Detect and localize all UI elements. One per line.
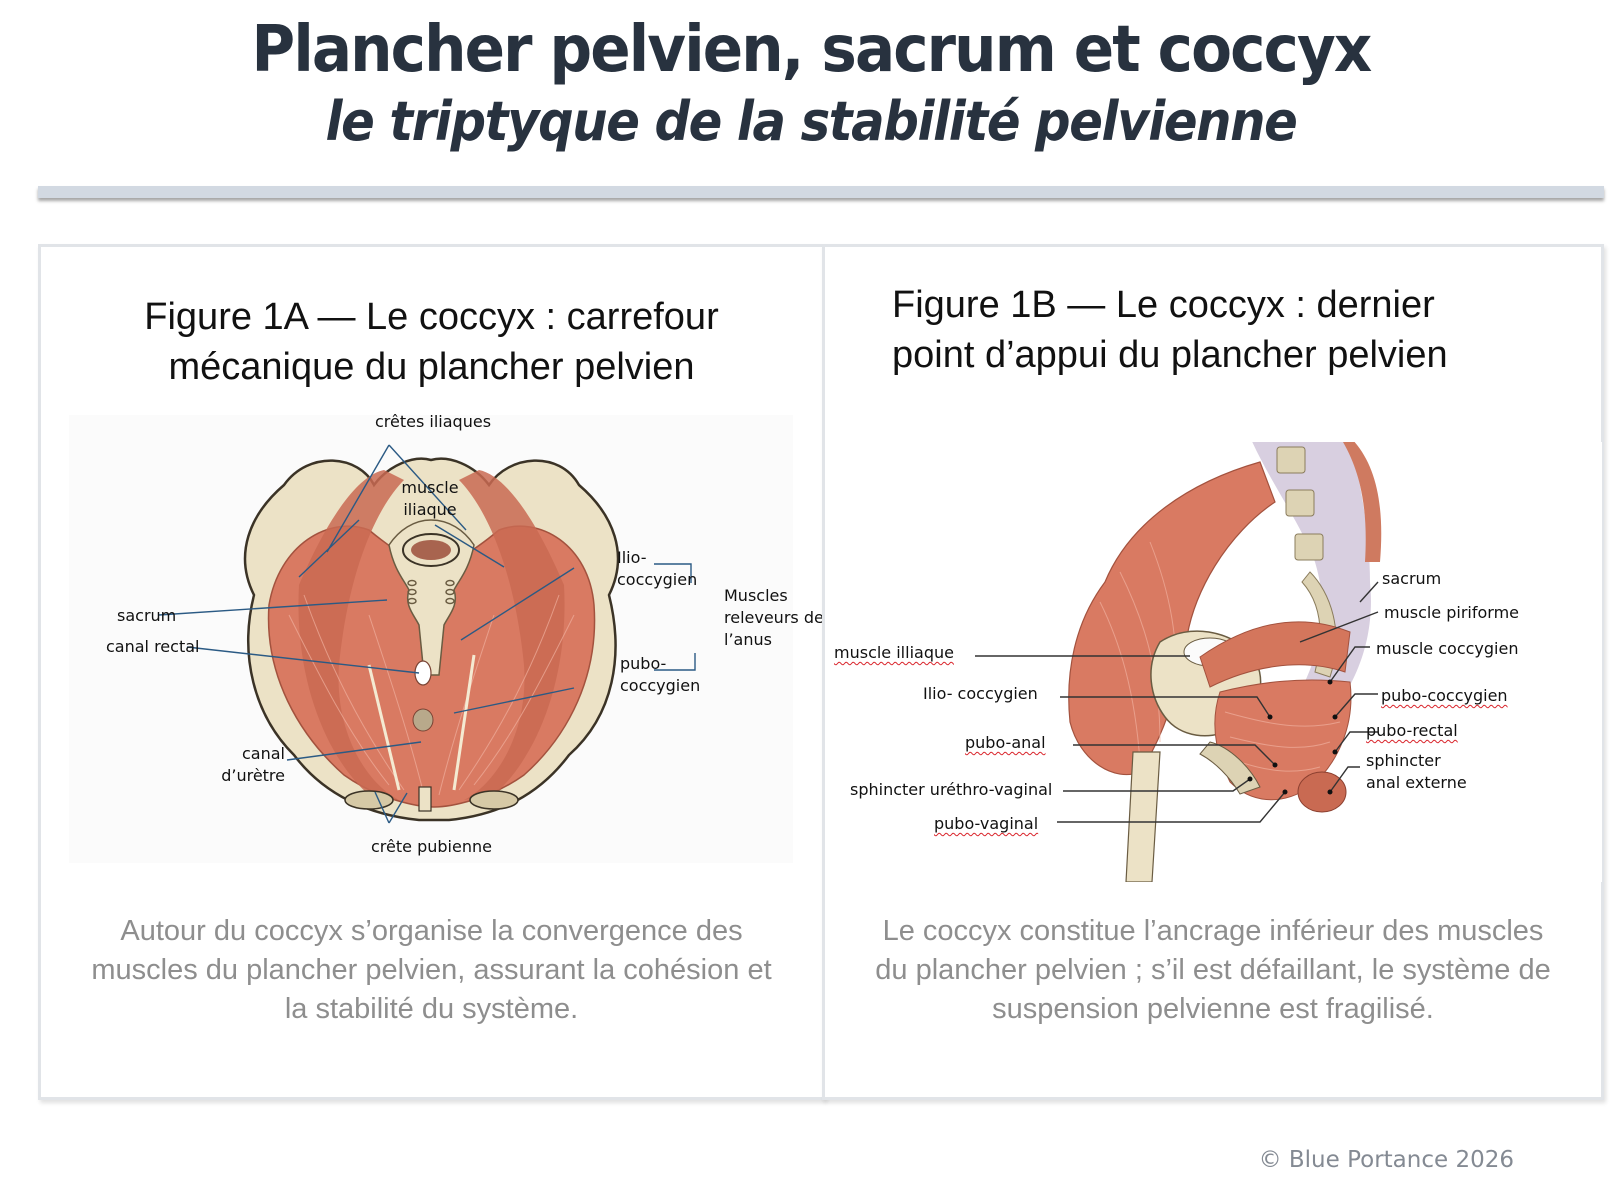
label-pubo-vaginal: pubo-vaginal xyxy=(934,814,1039,833)
label-crete-pubienne: crête pubienne xyxy=(371,837,492,856)
label-muscle-iliaque: muscle iliaque xyxy=(401,478,459,519)
label-muscles-releveurs-anus: Muscles releveurs de l’anus xyxy=(724,586,824,649)
label-canal-uretre: canal d’urètre xyxy=(221,744,285,785)
label-cretes-iliaques: crêtes iliaques xyxy=(375,412,492,431)
label-muscle-piriforme: muscle piriforme xyxy=(1384,603,1520,622)
figure-1b-title-line2: point d’appui du plancher pelvien xyxy=(892,334,1448,376)
page-subtitle: le triptyque de la stabilité pelvienne xyxy=(325,90,1298,153)
copyright-footer: © Blue Portance 2026 xyxy=(1258,1147,1514,1173)
label-sphincter-anal-externe: sphincter anal externe xyxy=(1366,751,1467,792)
label-sacrum: sacrum xyxy=(117,606,177,625)
figure-1b-caption: Le coccyx constitue l’ancrage inférieur … xyxy=(875,915,1551,1025)
pelvic-floor-top-view-illustration: crêtes iliaques muscle iliaque sacrum ca… xyxy=(69,412,824,863)
page-title: Plancher pelvien, sacrum et coccyx xyxy=(251,13,1373,87)
figure-panel-1b: Figure 1B — Le coccyx : dernier point d’… xyxy=(822,244,1604,1100)
figure-1b-title: Figure 1B — Le coccyx : dernier point d’… xyxy=(892,280,1592,380)
figure-1a-title-line1: Figure 1A — Le coccyx : carrefour xyxy=(144,296,719,338)
label-pubo-rectal: pubo-rectal xyxy=(1366,721,1458,740)
pelvic-floor-lateral-view-illustration: sacrum muscle piriforme muscle coccygien… xyxy=(830,442,1602,882)
pelvis-superior-view-icon xyxy=(158,444,696,824)
label-pubo-anal: pubo-anal xyxy=(965,733,1046,752)
label-ilio-coccygien-b: Ilio- coccygien xyxy=(923,684,1038,703)
label-pubo-coccygien-b: pubo-coccygien xyxy=(1381,686,1508,705)
label-muscle-coccygien: muscle coccygien xyxy=(1376,639,1519,658)
figure-1a-caption: Autour du coccyx s’organise la convergen… xyxy=(91,915,772,1025)
figure-panel-1a: Figure 1A — Le coccyx : carrefour mécani… xyxy=(38,244,825,1100)
label-ilio-coccygien: Ilio-coccygien xyxy=(617,548,698,589)
label-sacrum-b: sacrum xyxy=(1382,569,1442,588)
figure-1a-title: Figure 1A — Le coccyx : carrefour mécani… xyxy=(41,292,822,392)
label-sphincter-urethro-vaginal: sphincter uréthro-vaginal xyxy=(850,780,1053,799)
title-divider xyxy=(38,186,1604,198)
figure-1a-title-line2: mécanique du plancher pelvien xyxy=(168,346,695,388)
label-muscle-illiaque: muscle illiaque xyxy=(834,643,954,662)
label-pubo-coccygien: pubo-coccygien xyxy=(620,654,701,695)
label-canal-rectal: canal rectal xyxy=(106,637,200,656)
figure-1b-title-line1: Figure 1B — Le coccyx : dernier xyxy=(892,284,1435,326)
pelvis-lateral-view-icon xyxy=(975,442,1382,882)
